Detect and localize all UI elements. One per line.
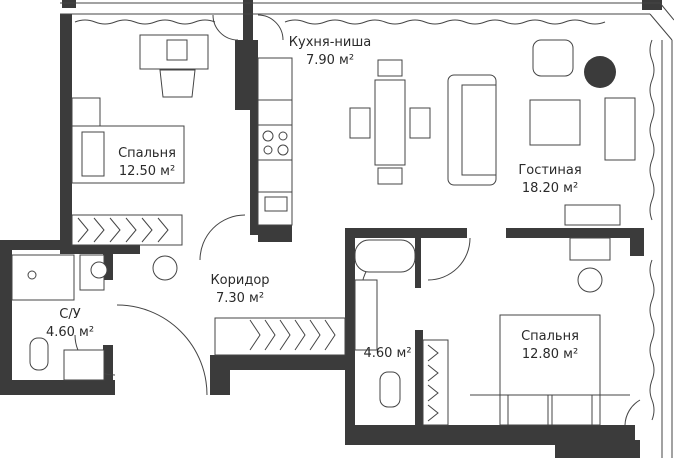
- room-area: 18.20 м²: [521, 181, 579, 196]
- room-name: Коридор: [210, 273, 270, 288]
- room-label-bedroom-1: Спальня 12.50 м²: [112, 145, 182, 181]
- room-label-bedroom-2: Спальня 12.80 м²: [510, 328, 590, 364]
- room-area: 12.80 м²: [521, 347, 579, 362]
- room-area: 7.30 м²: [215, 291, 265, 306]
- room-label-corridor: Коридор 7.30 м²: [200, 272, 280, 308]
- room-area: 4.60 м²: [45, 325, 95, 340]
- room-name: Гостиная: [518, 163, 582, 178]
- room-name: Спальня: [118, 146, 176, 161]
- room-label-living: Гостиная 18.20 м²: [505, 162, 595, 198]
- room-area: 7.90 м²: [305, 53, 355, 68]
- room-label-kitchen: Кухня-ниша 7.90 м²: [280, 34, 380, 70]
- furniture: [11, 34, 636, 426]
- room-name: С/У: [59, 307, 81, 322]
- windows: [60, 2, 674, 458]
- room-name: Кухня-ниша: [288, 35, 372, 50]
- room-area: 12.50 м²: [118, 164, 176, 179]
- room-area: 4.60 м²: [363, 346, 412, 361]
- room-label-bathroom-1: С/У 4.60 м²: [35, 306, 105, 342]
- room-name: Спальня: [521, 329, 579, 344]
- room-label-bathroom-2: 4.60 м²: [355, 345, 420, 363]
